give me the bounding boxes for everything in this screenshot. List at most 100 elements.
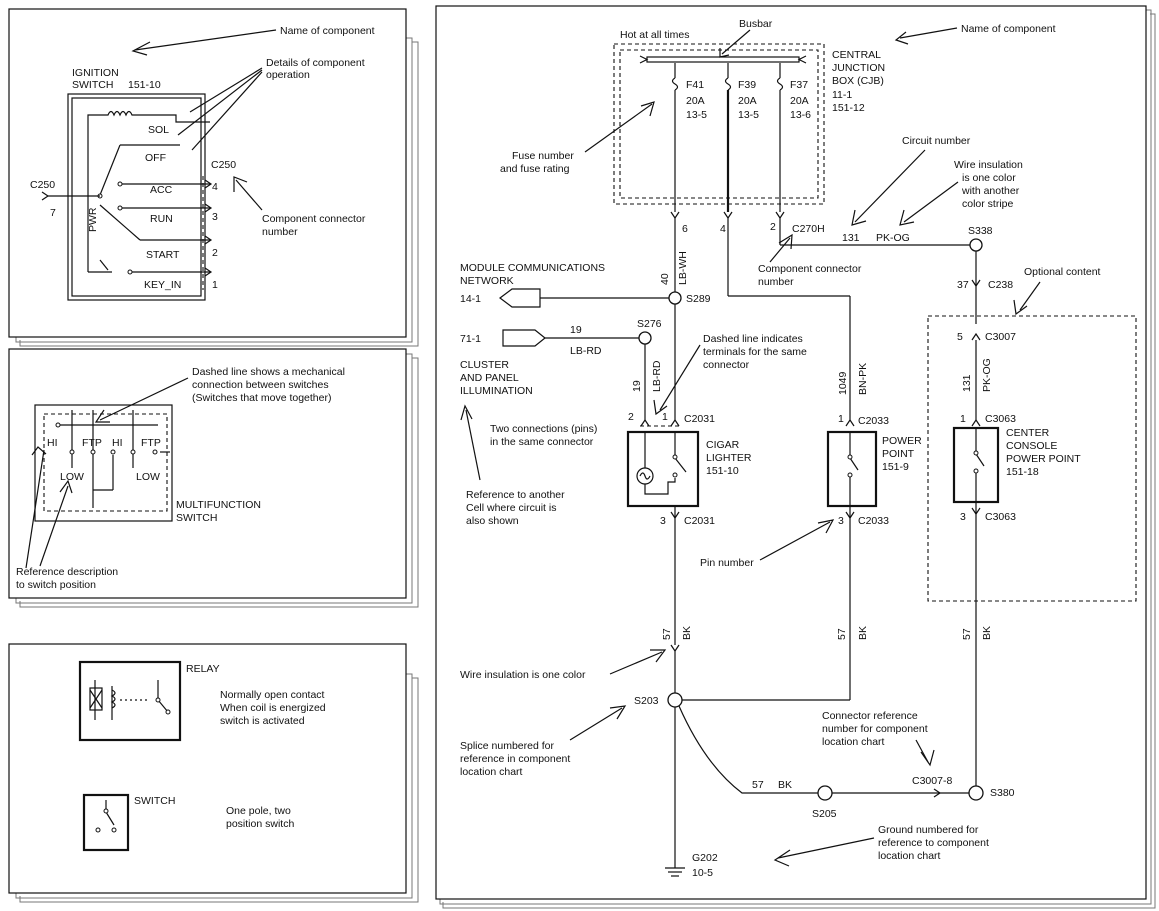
callout-dashed-2: connection between switches [192,379,329,391]
pp-label-2: POINT [882,448,915,460]
pp-ref: 151-9 [882,461,909,473]
mf-ftp-1: FTP [82,437,102,449]
dashed-callout-2: terminals for the same [703,346,807,358]
ground-callout-2: reference to component [878,837,989,849]
conn-ref-callout-3: location chart [822,736,885,748]
wire-pk-og-v: PK-OG [981,358,993,392]
fuse-f39: F39 [738,79,756,91]
cjb-ref-2: 151-12 [832,102,865,114]
callout-dashed-3: (Switches that move together) [192,392,331,404]
splice-callout-3: location chart [460,766,523,778]
callout-conn-2: number [262,226,298,238]
conn-c3007-8: C3007-8 [912,775,952,787]
conn-c250: C250 [211,159,236,171]
callout-details: Details of component [266,57,365,69]
conn-c3007: C3007 [985,331,1016,343]
wire-ins-callout: Wire insulation [954,159,1023,171]
mf-low-2: LOW [136,471,160,483]
cluster-label-3: ILLUMINATION [460,385,533,397]
cig-pin-2: 2 [628,411,634,423]
wire-lb-wh: LB-WH [677,251,689,285]
ccpp-label-3: POWER POINT [1006,453,1081,465]
cjb-label: CENTRAL [832,49,881,61]
conn-ref-callout-2: number for component [822,723,928,735]
cjb-ref: 11-1 [832,89,852,101]
wire-ins-callout-4: color stripe [962,198,1014,210]
panel-ignition-switch: Name of component Details of component o… [8,8,419,347]
cig-pin-1: 1 [662,411,668,423]
panel-main-circuit: Busbar Hot at all times CENTRAL JUNCTION… [435,5,1156,909]
circuit-57-b: 57 [836,628,848,640]
wire-bn-pk: BN-PK [857,363,869,395]
mf-hi-2: HI [112,437,123,449]
cjb-label-2: JUNCTION [832,62,885,74]
mcn-label: MODULE COMMUNICATIONS [460,262,605,274]
dashed-callout: Dashed line indicates [703,333,803,345]
splice-s338: S338 [968,225,993,237]
circuit-57-a: 57 [661,628,673,640]
circuit-57-c: 57 [961,628,973,640]
conn-c2033: C2033 [858,415,889,427]
pin-6-main: 6 [682,223,688,235]
pin-4: 4 [212,181,218,193]
ccpp-label-2: CONSOLE [1006,440,1057,452]
splice-callout-2: reference in component [460,753,570,765]
ref-callout-3: also shown [466,515,519,527]
conn-c3063-b: C3063 [985,511,1016,523]
cjb-label-3: BOX (CJB) [832,75,884,87]
ref-callout: Reference to another [466,489,565,501]
fuse-f37-amp: 20A [790,95,809,107]
mf-callout-ref: Reference description [16,566,118,578]
wire-ins-callout-3: with another [961,185,1020,197]
panel-multifunction-switch: Dashed line shows a mechanical connectio… [8,348,419,608]
pos-off: OFF [145,152,166,164]
fuse-f37-ref: 13-6 [790,109,811,121]
fuse-f39-ref: 13-5 [738,109,759,121]
mf-ftp-2: FTP [141,437,161,449]
wire-bk-c: BK [981,626,993,640]
circuit-1049: 1049 [837,371,849,395]
fuse-callout: Fuse number [512,150,574,162]
cigar-ref: 151-10 [706,465,739,477]
busbar-label: Busbar [739,18,773,30]
wire-bk-b: BK [857,626,869,640]
relay-desc-2: When coil is energized [220,702,326,714]
cigar-label: CIGAR [706,439,740,451]
ref-callout-2: Cell where circuit is [466,502,556,514]
cluster-label-2: AND PANEL [460,372,519,384]
conn-c3063: C3063 [985,413,1016,425]
ignition-title-2: SWITCH [72,79,113,91]
circuit-40: 40 [659,273,671,285]
switch-desc-2: position switch [226,818,294,830]
circuit-callout: Circuit number [902,135,971,147]
conn-c270h: C270H [792,223,825,235]
ref-71-1: 71-1 [460,333,481,345]
conn-c238: C238 [988,279,1013,291]
cluster-label: CLUSTER [460,359,509,371]
conn-c2033-b: C2033 [858,515,889,527]
pin-4-main: 4 [720,223,726,235]
conn-left: C250 [30,179,55,191]
callout-dashed: Dashed line shows a mechanical [192,366,345,378]
splice-s205: S205 [812,808,837,820]
relay-desc: Normally open contact [220,689,325,701]
pp-label: POWER [882,435,922,447]
circuit-131-v: 131 [961,374,973,392]
cigar-label-2: LIGHTER [706,452,752,464]
wire-ins-callout-2: is one color [962,172,1016,184]
pin-2: 2 [212,247,218,259]
circuit-19: 19 [570,324,582,336]
ground-g202: G202 [692,852,718,864]
main-name-callout: Name of component [961,23,1056,35]
fuse-f41-amp: 20A [686,95,705,107]
callout-details-2: operation [266,69,310,81]
wire-lb-rd-v: LB-RD [651,360,663,392]
pin-left: 7 [50,207,56,219]
pin-3: 3 [212,211,218,223]
pos-acc: ACC [150,184,173,196]
mf-title: MULTIFUNCTION [176,499,261,511]
pp-pin-1: 1 [838,413,844,425]
comp-conn-callout-2: number [758,276,794,288]
switch-label: SWITCH [134,795,175,807]
